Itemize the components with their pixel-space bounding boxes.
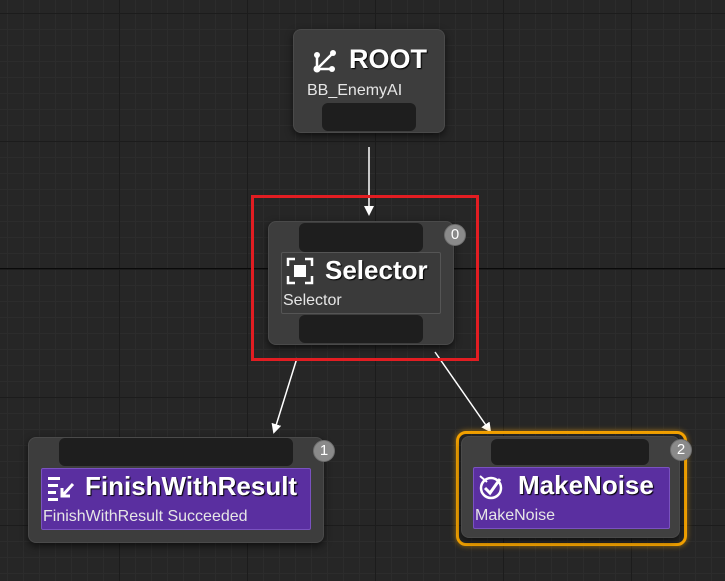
finish-with-result-subtitle: FinishWithResult Succeeded (43, 508, 248, 525)
active-node-highlight (456, 431, 687, 546)
selector-subtitle: Selector (283, 292, 342, 309)
noise-task-icon (477, 473, 505, 506)
make-noise-subtitle: MakeNoise (475, 507, 556, 524)
root-subtitle: BB_EnemyAI (307, 82, 403, 99)
wire-selector-to-finish (271, 357, 298, 434)
task-body (473, 467, 670, 529)
finish-with-result-node[interactable]: FinishWithResult FinishWithResult Succee… (28, 437, 335, 543)
input-pin[interactable] (59, 438, 293, 466)
selector-title: Selector (325, 255, 428, 285)
execution-index-badge: 2 (670, 439, 692, 461)
input-pin[interactable] (299, 223, 423, 252)
output-pin[interactable] (322, 103, 416, 131)
task-body (41, 468, 311, 530)
make-noise-node[interactable]: MakeNoise MakeNoise 2 (461, 436, 692, 538)
selector-icon (286, 257, 314, 290)
make-noise-title: MakeNoise (518, 470, 654, 500)
selector-node[interactable]: Selector Selector 0 (268, 221, 466, 345)
root-title: ROOT (349, 44, 427, 74)
root-node[interactable]: ROOT BB_EnemyAI (293, 29, 445, 133)
output-pin[interactable] (299, 315, 423, 343)
finish-with-result-title: FinishWithResult (85, 471, 298, 501)
input-pin[interactable] (491, 439, 649, 465)
execution-index-badge: 0 (444, 224, 466, 246)
finish-task-icon (46, 474, 76, 507)
branch-icon (312, 48, 338, 79)
execution-index-badge: 1 (313, 440, 335, 462)
wire-selector-to-makenoise (434, 351, 492, 433)
